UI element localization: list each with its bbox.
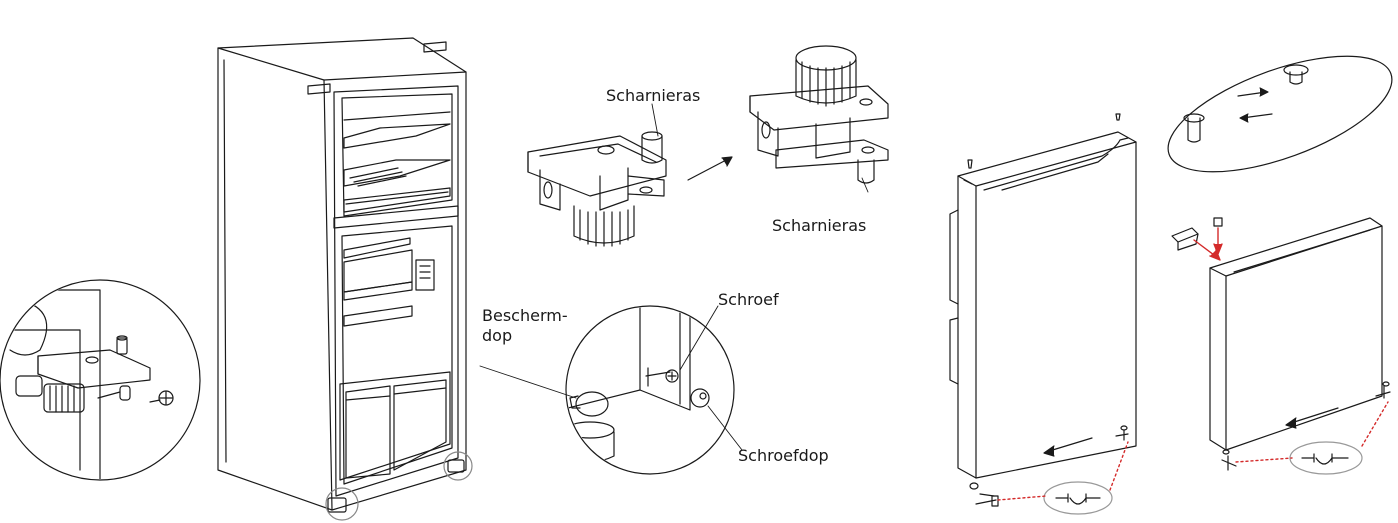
bushing-swap-oval — [1167, 55, 1393, 173]
protective-cap-label-line2: dop — [482, 326, 513, 345]
hinge-pin-label-top: Scharnieras — [606, 86, 701, 105]
hinge-with-knob — [527, 131, 667, 247]
hinge-pin-label-right: Scharnieras — [772, 216, 867, 235]
tall-door — [949, 113, 1137, 515]
screw-cap-label: Schroefdop — [738, 446, 829, 465]
red-annotations — [997, 227, 1389, 501]
protective-cap-label-line1: Bescherm- — [482, 306, 568, 325]
screw-label: Schroef — [718, 290, 779, 309]
leader-lines — [479, 103, 869, 451]
bottom-hinge-detail-circle — [0, 279, 201, 481]
hinge-flipped — [749, 45, 889, 184]
flip-arrow — [687, 156, 733, 181]
refrigerator-open — [217, 37, 473, 521]
small-door — [1171, 217, 1391, 475]
screw-detail-circle — [565, 305, 735, 475]
